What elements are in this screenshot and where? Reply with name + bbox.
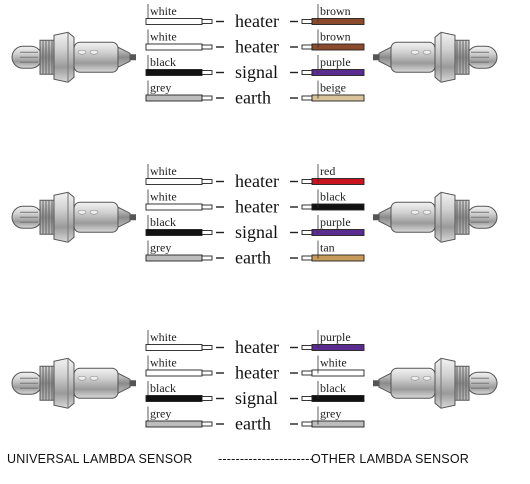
left-wire [145, 344, 203, 351]
right-wire-color-label: black [320, 381, 346, 395]
right-wire [311, 178, 365, 185]
right-wire-color-label: purple [320, 330, 351, 344]
wire-group: white heater purple white heater white black si… [11, 330, 498, 434]
right-wire-color-label: beige [320, 81, 346, 95]
wire-function-label: heater [235, 171, 279, 191]
right-wire [311, 369, 365, 377]
wire-row: white heater purple [145, 330, 365, 357]
right-wire [311, 344, 365, 351]
left-wire [145, 395, 203, 402]
wire-function-label: signal [235, 62, 278, 82]
wire-row: black signal purple [145, 215, 365, 242]
other-sensor-icon [372, 357, 498, 409]
wire-groups: white heater brown white heater brown black sig… [11, 4, 498, 434]
wire-row: black signal black [145, 381, 365, 408]
right-wire-color-label: brown [320, 4, 351, 18]
wire-function-label: earth [235, 414, 271, 434]
wire-row: black signal purple [145, 55, 365, 82]
left-wire [145, 94, 203, 102]
right-wire-color-label: purple [320, 55, 351, 69]
universal-sensor-icon [11, 357, 137, 409]
left-wire-color-label: white [150, 30, 177, 44]
right-wire [311, 395, 365, 402]
left-wire-color-label: black [150, 381, 176, 395]
right-wire [311, 18, 365, 25]
left-wire [145, 203, 203, 211]
wire-group: white heater brown white heater brown black sig… [11, 4, 498, 108]
right-wire [311, 94, 365, 102]
right-wire-color-label: red [320, 164, 335, 178]
wire-row: white heater brown [145, 29, 365, 57]
right-wire-color-label: brown [320, 30, 351, 44]
left-wire-color-label: white [150, 330, 177, 344]
right-wire-color-label: tan [320, 241, 335, 255]
wire-function-label: earth [235, 88, 271, 108]
wire-function-label: heater [235, 337, 279, 357]
other-sensor-icon [372, 191, 498, 243]
left-wire-color-label: white [150, 4, 177, 18]
right-wire [311, 420, 365, 428]
universal-sensor-icon [11, 31, 137, 83]
left-wire [145, 420, 203, 428]
footer-left-label: UNIVERSAL LAMBDA SENSOR [7, 452, 192, 466]
footer-right-label: OTHER LAMBDA SENSOR [311, 452, 469, 466]
left-wire [145, 43, 203, 51]
left-wire-color-label: white [150, 190, 177, 204]
right-wire-color-label: grey [320, 407, 341, 421]
wire-function-label: signal [235, 388, 278, 408]
other-sensor-icon [372, 31, 498, 83]
wire-row: white heater white [145, 355, 365, 383]
right-wire [311, 69, 365, 76]
wire-function-label: signal [235, 222, 278, 242]
wire-function-label: heater [235, 11, 279, 31]
wire-function-label: heater [235, 363, 279, 383]
wire-row: grey earth beige [145, 80, 365, 108]
right-wire [311, 254, 365, 262]
left-wire [145, 69, 203, 76]
left-wire [145, 229, 203, 236]
left-wire-color-label: white [150, 164, 177, 178]
right-wire [311, 229, 365, 236]
right-wire-color-label: white [320, 356, 347, 370]
wire-function-label: earth [235, 248, 271, 268]
left-wire-color-label: grey [150, 81, 171, 95]
left-wire-color-label: grey [150, 407, 171, 421]
left-wire [145, 254, 203, 262]
wire-row: white heater brown [145, 4, 365, 31]
left-wire [145, 178, 203, 185]
universal-sensor-icon [11, 191, 137, 243]
footer-separator: ---------------------- [218, 452, 314, 466]
right-wire-color-label: purple [320, 215, 351, 229]
wire-function-label: heater [235, 37, 279, 57]
right-wire-color-label: black [320, 190, 346, 204]
left-wire-color-label: black [150, 55, 176, 69]
left-wire [145, 18, 203, 25]
left-wire-color-label: white [150, 356, 177, 370]
right-wire [311, 203, 365, 211]
wire-group: white heater red white heater black black signa… [11, 164, 498, 268]
wire-row: grey earth tan [145, 240, 365, 268]
wire-row: white heater black [145, 189, 365, 217]
right-wire [311, 43, 365, 51]
left-wire [145, 369, 203, 377]
wire-row: white heater red [145, 164, 365, 191]
wire-function-label: heater [235, 197, 279, 217]
wire-row: grey earth grey [145, 406, 365, 434]
left-wire-color-label: black [150, 215, 176, 229]
left-wire-color-label: grey [150, 241, 171, 255]
